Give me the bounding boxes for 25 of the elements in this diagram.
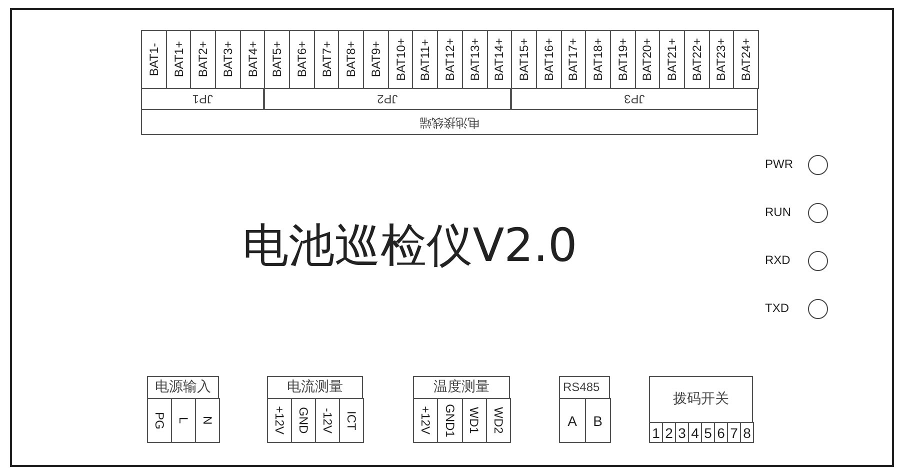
connector-label: JP3 bbox=[623, 91, 646, 108]
terminal-block bbox=[267, 376, 363, 443]
indicator-light bbox=[808, 155, 828, 175]
strip-label: 电池接线端 bbox=[418, 115, 480, 132]
terminal-cell: BAT4+ bbox=[240, 30, 266, 89]
terminal-cell: BAT14+ bbox=[486, 30, 512, 89]
terminal-cell: BAT24+ bbox=[733, 30, 759, 89]
indicator-label: PWR bbox=[765, 157, 793, 171]
terminal-block bbox=[649, 376, 753, 443]
device-title: 电池巡检仪V2.0 bbox=[242, 217, 578, 274]
connector-group bbox=[511, 30, 758, 110]
terminal-block bbox=[559, 376, 610, 443]
connector-group bbox=[141, 30, 264, 110]
terminal-block bbox=[147, 376, 219, 443]
indicator-light bbox=[808, 203, 828, 223]
indicator-label: TXD bbox=[765, 301, 789, 315]
connector-label: JP1 bbox=[191, 91, 214, 108]
indicator-label: RXD bbox=[765, 253, 790, 267]
indicator-light bbox=[808, 299, 828, 319]
indicator-label: RUN bbox=[765, 205, 791, 219]
connector-label: JP2 bbox=[376, 91, 400, 108]
connector-group bbox=[264, 30, 512, 110]
terminal-strip bbox=[141, 30, 758, 135]
indicator-light bbox=[808, 251, 828, 271]
terminal-block bbox=[413, 376, 510, 443]
